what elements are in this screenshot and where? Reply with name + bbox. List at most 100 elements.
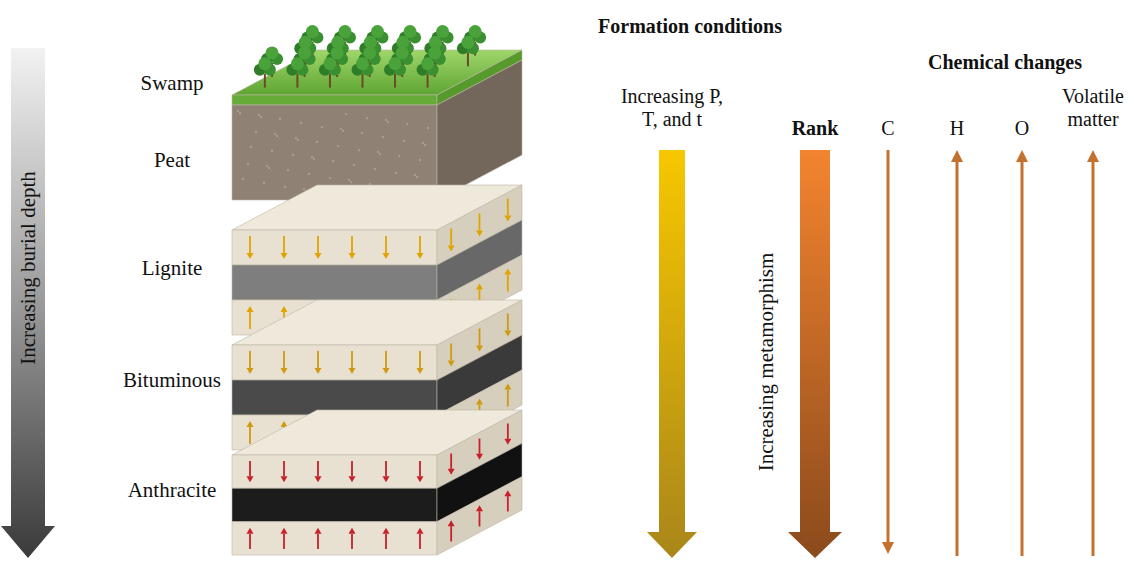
soil-texture xyxy=(239,112,241,114)
soil-texture xyxy=(313,158,315,160)
pressure-arrow xyxy=(315,461,322,482)
grass-edge xyxy=(232,95,437,105)
soil-texture xyxy=(284,186,286,188)
soil-texture xyxy=(276,135,278,137)
soil-texture xyxy=(348,179,350,181)
pressure-arrow xyxy=(504,384,511,407)
soil-texture xyxy=(271,150,273,152)
soil-texture xyxy=(274,133,276,135)
soil-texture xyxy=(287,169,289,171)
soil-texture xyxy=(374,168,376,170)
soil-texture xyxy=(427,127,429,129)
soil-texture xyxy=(242,178,244,180)
pressure-arrow xyxy=(247,306,254,329)
pressure-arrow xyxy=(504,424,511,445)
soil-texture xyxy=(414,174,416,176)
soil-texture xyxy=(382,136,384,138)
pressure-arrow xyxy=(349,528,356,549)
pressure-arrow xyxy=(281,528,288,549)
pressure-arrow xyxy=(383,461,390,482)
pressure-arrow xyxy=(417,236,424,259)
soil-texture xyxy=(321,126,323,128)
pressure-arrow xyxy=(315,236,322,259)
pressure-arrow xyxy=(247,421,254,444)
anthracite-block-side-layer xyxy=(437,477,522,555)
soil-texture xyxy=(268,167,270,169)
pressure-arrow xyxy=(383,351,390,374)
soil-texture xyxy=(332,160,334,162)
stage-label: Lignite xyxy=(117,256,227,280)
anthracite-block-layer xyxy=(232,455,437,488)
soil-texture xyxy=(263,182,265,184)
soil-texture xyxy=(403,140,405,142)
soil-texture xyxy=(329,177,331,179)
soil-texture xyxy=(358,149,360,151)
tree xyxy=(417,57,439,88)
soil-texture xyxy=(377,151,379,153)
soil-texture xyxy=(340,128,342,130)
pressure-arrow xyxy=(383,236,390,259)
soil-texture xyxy=(260,116,262,118)
pressure-arrow xyxy=(448,454,455,475)
soil-texture xyxy=(387,121,389,123)
soil-texture xyxy=(337,145,339,147)
pressure-arrow xyxy=(504,490,511,511)
soil-texture xyxy=(255,131,257,133)
pressure-arrow xyxy=(247,351,254,374)
soil-texture xyxy=(247,163,249,165)
pressure-arrow xyxy=(504,269,511,292)
lignite-block-layer xyxy=(232,230,437,265)
pressure-arrow xyxy=(504,314,511,337)
tree xyxy=(384,57,406,88)
bituminous-block-layer xyxy=(232,345,437,380)
section-heading: Formation conditions xyxy=(560,15,820,38)
soil-texture xyxy=(361,132,363,134)
soil-texture xyxy=(416,176,418,178)
pressure-arrow xyxy=(476,505,483,526)
soil-texture xyxy=(385,119,387,121)
soil-texture xyxy=(366,117,368,119)
soil-texture xyxy=(258,114,260,116)
tree xyxy=(457,36,479,67)
stage-label: Swamp xyxy=(117,71,227,95)
rank-arrow xyxy=(788,150,842,558)
element-label: H xyxy=(942,117,972,140)
pressure-arrow xyxy=(349,236,356,259)
formation-conditions-arrow xyxy=(647,150,697,558)
axis-label: Increasing metamorphism xyxy=(754,222,778,502)
lignite-block-layer xyxy=(232,265,437,300)
soil-texture xyxy=(292,154,294,156)
burial-depth-arrow xyxy=(1,48,55,558)
soil-texture xyxy=(300,122,302,124)
soil-texture xyxy=(303,188,305,190)
pressure-arrow xyxy=(315,351,322,374)
pressure-arrow xyxy=(476,439,483,460)
volatile-trend-arrow xyxy=(1087,150,1099,556)
soil-texture xyxy=(353,164,355,166)
soil-texture xyxy=(316,141,318,143)
anthracite-block-layer xyxy=(232,522,437,555)
element-label: C xyxy=(873,117,903,140)
pressure-arrow xyxy=(315,528,322,549)
pressure-arrow xyxy=(281,351,288,374)
pressure-arrow xyxy=(476,214,483,237)
element-label: O xyxy=(1007,117,1037,140)
pressure-arrow xyxy=(281,236,288,259)
element-label: Volatile matter xyxy=(1048,85,1138,131)
pressure-arrow xyxy=(247,461,254,482)
pressure-arrow xyxy=(448,344,455,367)
arrow-label: Rank xyxy=(780,117,850,140)
soil-texture xyxy=(406,123,408,125)
pressure-arrow xyxy=(281,461,288,482)
soil-texture xyxy=(419,159,421,161)
pressure-arrow xyxy=(383,528,390,549)
pressure-arrow xyxy=(504,199,511,222)
soil-texture xyxy=(297,139,299,141)
tree xyxy=(254,57,276,88)
stage-label: Peat xyxy=(117,148,227,172)
soil-texture xyxy=(345,113,347,115)
pressure-arrow xyxy=(417,528,424,549)
soil-texture xyxy=(237,110,239,112)
pressure-arrow xyxy=(349,461,356,482)
